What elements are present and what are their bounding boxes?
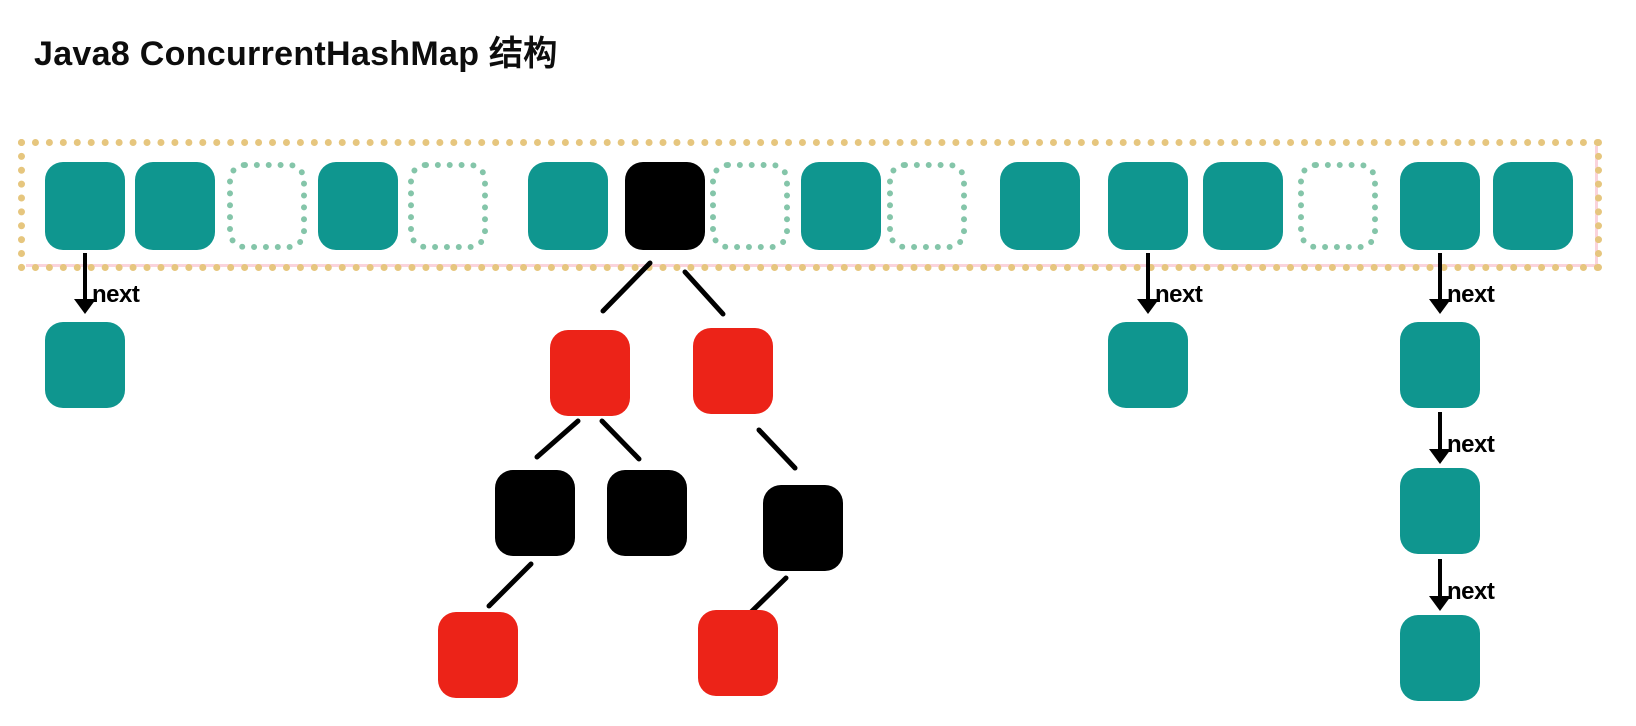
next-label: next xyxy=(1155,281,1203,308)
next-arrow-head xyxy=(74,299,96,314)
list-node xyxy=(1400,322,1480,408)
tree-node-red-right xyxy=(693,328,773,414)
next-arrow-line xyxy=(1438,412,1442,449)
bucket-cell-10-empty xyxy=(887,162,967,250)
next-arrow-line xyxy=(1438,559,1442,596)
bucket-cell-8-empty xyxy=(710,162,790,250)
next-arrow-head xyxy=(1429,596,1451,611)
bucket-cell-11-node xyxy=(1000,162,1080,250)
bucket-cell-13-node xyxy=(1203,162,1283,250)
list-node xyxy=(45,322,125,408)
next-arrow-head xyxy=(1429,449,1451,464)
diagram-title: Java8 ConcurrentHashMap 结构 xyxy=(34,35,558,73)
bucket-cell-3-empty xyxy=(227,162,307,250)
next-arrow-head xyxy=(1429,299,1451,314)
next-arrow-line xyxy=(1438,253,1442,299)
next-label: next xyxy=(1447,578,1495,605)
bucket-cell-1-node xyxy=(45,162,125,250)
bucket-cell-5-empty xyxy=(408,162,488,250)
next-arrow-line xyxy=(83,253,87,299)
bucket-cell-14-empty xyxy=(1298,162,1378,250)
bucket-cell-9-node xyxy=(801,162,881,250)
next-label: next xyxy=(1447,281,1495,308)
tree-node-black-mid xyxy=(607,470,687,556)
bucket-cell-16-node xyxy=(1493,162,1573,250)
tree-node-black-left xyxy=(495,470,575,556)
next-arrow-head xyxy=(1137,299,1159,314)
bucket-cell-15-node xyxy=(1400,162,1480,250)
bucket-cell-4-node xyxy=(318,162,398,250)
next-label: next xyxy=(92,281,140,308)
tree-node-red-bottom-left xyxy=(438,612,518,698)
tree-node-red-left xyxy=(550,330,630,416)
bucket-array-border xyxy=(18,139,1602,271)
next-label: next xyxy=(1447,431,1495,458)
list-node xyxy=(1400,468,1480,554)
bucket-cell-2-node xyxy=(135,162,215,250)
list-node xyxy=(1108,322,1188,408)
bucket-cell-6-node xyxy=(528,162,608,250)
bucket-cell-7-tree-root xyxy=(625,162,705,250)
next-arrow-line xyxy=(1146,253,1150,299)
tree-node-black-right xyxy=(763,485,843,571)
list-node xyxy=(1400,615,1480,701)
bucket-cell-12-node xyxy=(1108,162,1188,250)
tree-node-red-bottom-right xyxy=(698,610,778,696)
